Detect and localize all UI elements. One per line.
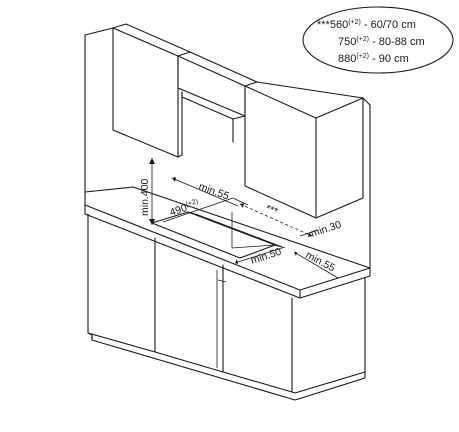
legend-row-1: ***560(+2) - 60/70 cm [317, 19, 416, 31]
hob-cutout [151, 211, 283, 259]
dimension-min55-top: min.55 [171, 177, 239, 207]
dimension-490: 490(+2) [162, 197, 249, 223]
worktop [84, 186, 371, 299]
dimension-label-cutout-depth: *** [264, 203, 280, 218]
wall-cabinet-left [112, 23, 191, 158]
legend: ***560(+2) - 60/70 cm 750(+2) - 80-88 cm… [302, 6, 454, 74]
dimension-label-490: 490(+2) [168, 198, 200, 219]
dimension-min30: min.30 [299, 219, 343, 240]
legend-row-2: 750(+2) - 80-88 cm [338, 36, 425, 48]
base-cabinets [87, 213, 366, 401]
dimension-label-490-sup: (+2) [185, 198, 199, 209]
dimension-min400: min.400 [139, 158, 155, 225]
dimension-label-min55-side: min.55 [304, 249, 338, 274]
dimension-min50: min.50 [234, 246, 286, 267]
dimension-label-min400: min.400 [139, 178, 151, 216]
dimension-label-min55-top: min.55 [197, 181, 231, 203]
back-wall [84, 27, 371, 269]
legend-row-3: 880(+2) - 90 cm [338, 53, 409, 65]
wall-cabinet-right [244, 81, 364, 219]
dimension-min55-side: min.55 [293, 249, 339, 279]
dimension-label-min30: min.30 [309, 219, 343, 240]
dimension-cutout-depth: *** [239, 203, 313, 237]
